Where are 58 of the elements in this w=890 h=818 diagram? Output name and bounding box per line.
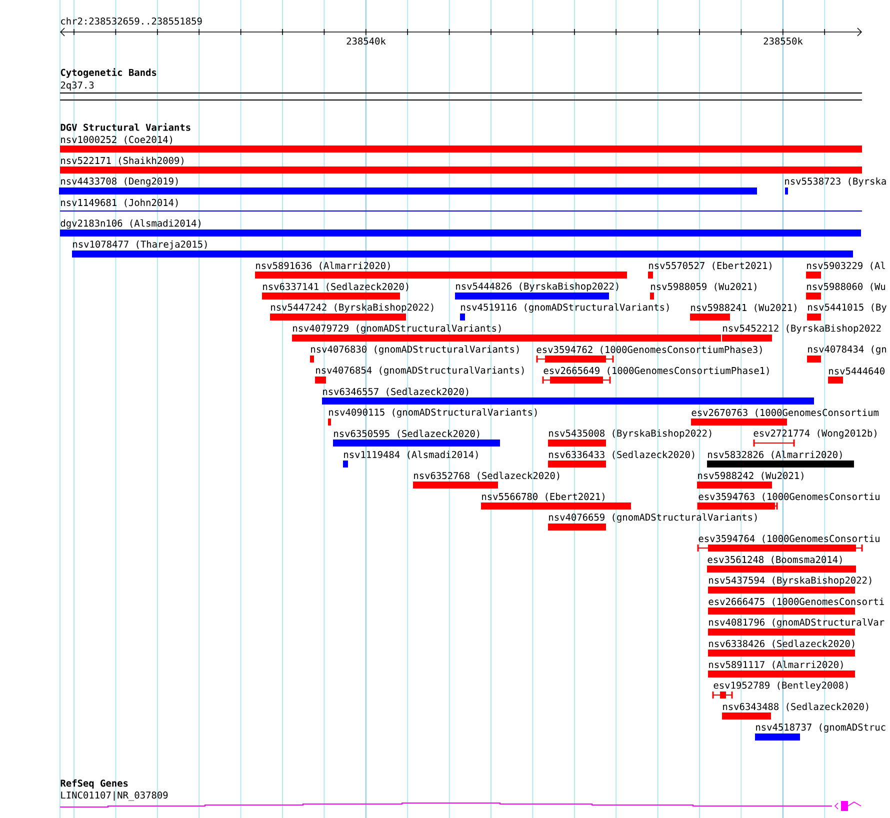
variant-label: nsv5988242 (Wu2021) [698, 472, 804, 480]
variant-label: nsv5988059 (Wu2021) [651, 282, 756, 292]
ruler-tick-label: 238540k [346, 37, 386, 45]
variant-label: nsv5891117 (Almarri2020) [709, 660, 843, 670]
variant-label: esv3561248 (Boomsma2014) [708, 556, 842, 564]
variant-label: nsv1149681 (John2014) [61, 198, 178, 208]
variant-label: esv2665649 (1000GenomesConsortiumPhase1) [544, 366, 769, 376]
band-label: 2q37.3 [60, 81, 94, 90]
variant-label: nsv5832826 (Almarri2020) [708, 450, 842, 460]
variant-label: nsv6352768 (Sedlazeck2020) [414, 472, 560, 480]
variant-label: nsv5444826 (ByrskaBishop2022) [456, 282, 618, 292]
variant-label: nsv4090115 (gnomADStructuralVariants) [329, 408, 537, 418]
variant-label: esv1952789 (Bentley2008) [714, 681, 848, 691]
variant-label: dgv2183n106 (Alsmadi2014) [60, 219, 200, 229]
gene-label: LINC01107|NR_037809 [61, 791, 168, 801]
variant-label: nsv5988241 (Wu2021) [691, 304, 796, 312]
variant-label: nsv5435008 (ByrskaBishop2022) [549, 429, 712, 439]
variant-label: esv3594764 (1000GenomesConsortiu [698, 534, 880, 544]
variant-label: esv2670763 (1000GenomesConsortium [692, 408, 878, 418]
variant-label: nsv5538723 (Byrska [785, 177, 886, 187]
variant-label: esv3594763 (1000GenomesConsortiu [698, 492, 880, 502]
variant-label: nsv6350595 (Sedlazeck2020) [334, 430, 480, 438]
variant-label: nsv4076659 (gnomADStructuralVariants) [549, 513, 757, 523]
track-title: DGV Structural Variants [60, 123, 190, 131]
variant-label: nsv4081796 (gnomADStructuralVar [709, 618, 884, 628]
variant-label: nsv5570527 (Ebert2021) [649, 262, 772, 270]
variant-label: nsv6336433 (Sedlazeck2020) [549, 450, 694, 460]
variant-label: nsv5441015 (By [808, 303, 886, 313]
variant-label: nsv5437594 (ByrskaBishop2022) [709, 576, 872, 586]
variant-label: nsv522171 (Shaikh2009) [61, 156, 184, 166]
ruler-tick-label: 238550k [764, 37, 803, 45]
variant-label: nsv5566780 (Ebert2021) [482, 492, 604, 502]
variant-label: nsv4079729 (gnomADStructuralVariants) [293, 324, 501, 334]
track-title: RefSeq Genes [60, 779, 128, 789]
variant-label: nsv4076854 (gnomADStructuralVariants) [316, 366, 524, 376]
variant-label: nsv1078477 (Thareja2015) [73, 240, 207, 250]
variant-label: nsv5447242 (ByrskaBishop2022) [271, 303, 434, 313]
variant-label: nsv1119484 (Alsmadi2014) [344, 450, 478, 460]
variant-label: nsv6346557 (Sedlazeck2020) [323, 388, 468, 396]
variant-label: nsv5891636 (Almarri2020) [256, 262, 390, 270]
variant-label: nsv6343488 (Sedlazeck2020) [723, 702, 868, 712]
variant-label: nsv4518737 (gnomADStruc [756, 723, 886, 733]
locus-label: chr2:238532659..238551859 [61, 17, 202, 25]
variant-label: nsv4519116 (gnomADStructuralVariants) [461, 303, 669, 313]
variant-label: nsv6337141 (Sedlazeck2020) [263, 282, 408, 292]
variant-label: esv2666475 (1000GenomesConsorti [708, 598, 884, 606]
variant-label: nsv5903229 (Al [807, 262, 885, 270]
variant-label: nsv4076830 (gnomADStructuralVariants) [311, 345, 519, 355]
variant-label: nsv1000252 (Coe2014) [61, 136, 172, 144]
variant-label: nsv5444640 [829, 367, 884, 375]
variant-label: nsv4078434 (gn [808, 345, 886, 355]
track-title: Cytogenetic Bands [60, 68, 156, 78]
variant-label: esv3594762 (1000GenomesConsortiumPhase3) [536, 346, 762, 354]
variant-label: nsv5988060 (Wu [807, 282, 886, 292]
variant-label: esv2721774 (Wong2012b) [754, 429, 876, 439]
variant-label: nsv5452212 (ByrskaBishop2022 [723, 324, 881, 334]
variant-label: nsv4433708 (Deng2019) [61, 177, 178, 187]
variant-label: nsv6338426 (Sedlazeck2020) [709, 640, 854, 648]
